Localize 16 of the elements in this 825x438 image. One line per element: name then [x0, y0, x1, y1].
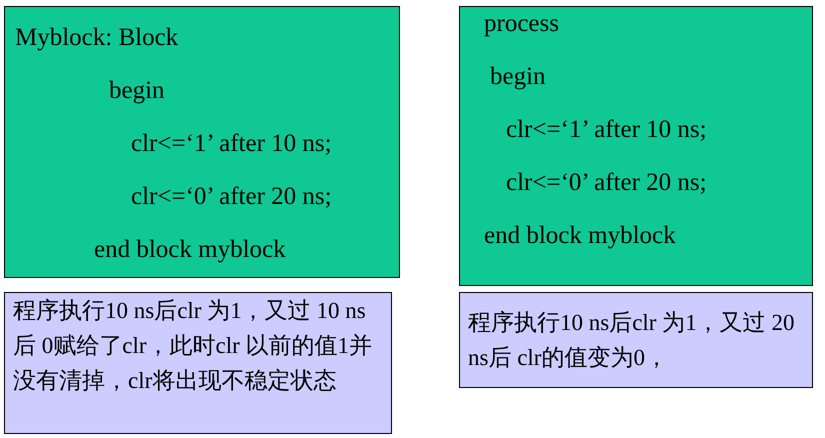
- code-line: clr<=‘1’ after 10 ns;: [506, 115, 707, 145]
- note-text: 程序执行10 ns后clr 为1，又过 10 ns后 0赋给了clr，此时clr 以前的值1并没有清掉，clr将出现不稳定状态: [13, 297, 374, 395]
- note-box: [459, 292, 813, 388]
- code-line: process: [484, 9, 559, 39]
- code-box: [459, 6, 813, 286]
- code-line: begin: [490, 62, 546, 92]
- code-line: begin: [109, 76, 165, 106]
- code-line: end block myblock: [94, 235, 286, 265]
- code-line: Myblock: Block: [15, 23, 178, 53]
- code-line: clr<=‘0’ after 20 ns;: [506, 168, 707, 198]
- code-box: [4, 6, 400, 278]
- note-box: [4, 292, 392, 434]
- code-line: clr<=‘1’ after 10 ns;: [131, 129, 332, 159]
- code-line: clr<=‘0’ after 20 ns;: [131, 182, 332, 212]
- note-text: 程序执行10 ns后clr 为1，又过 20 ns后 clr的值变为0，: [468, 309, 796, 372]
- code-line: end block myblock: [484, 221, 676, 251]
